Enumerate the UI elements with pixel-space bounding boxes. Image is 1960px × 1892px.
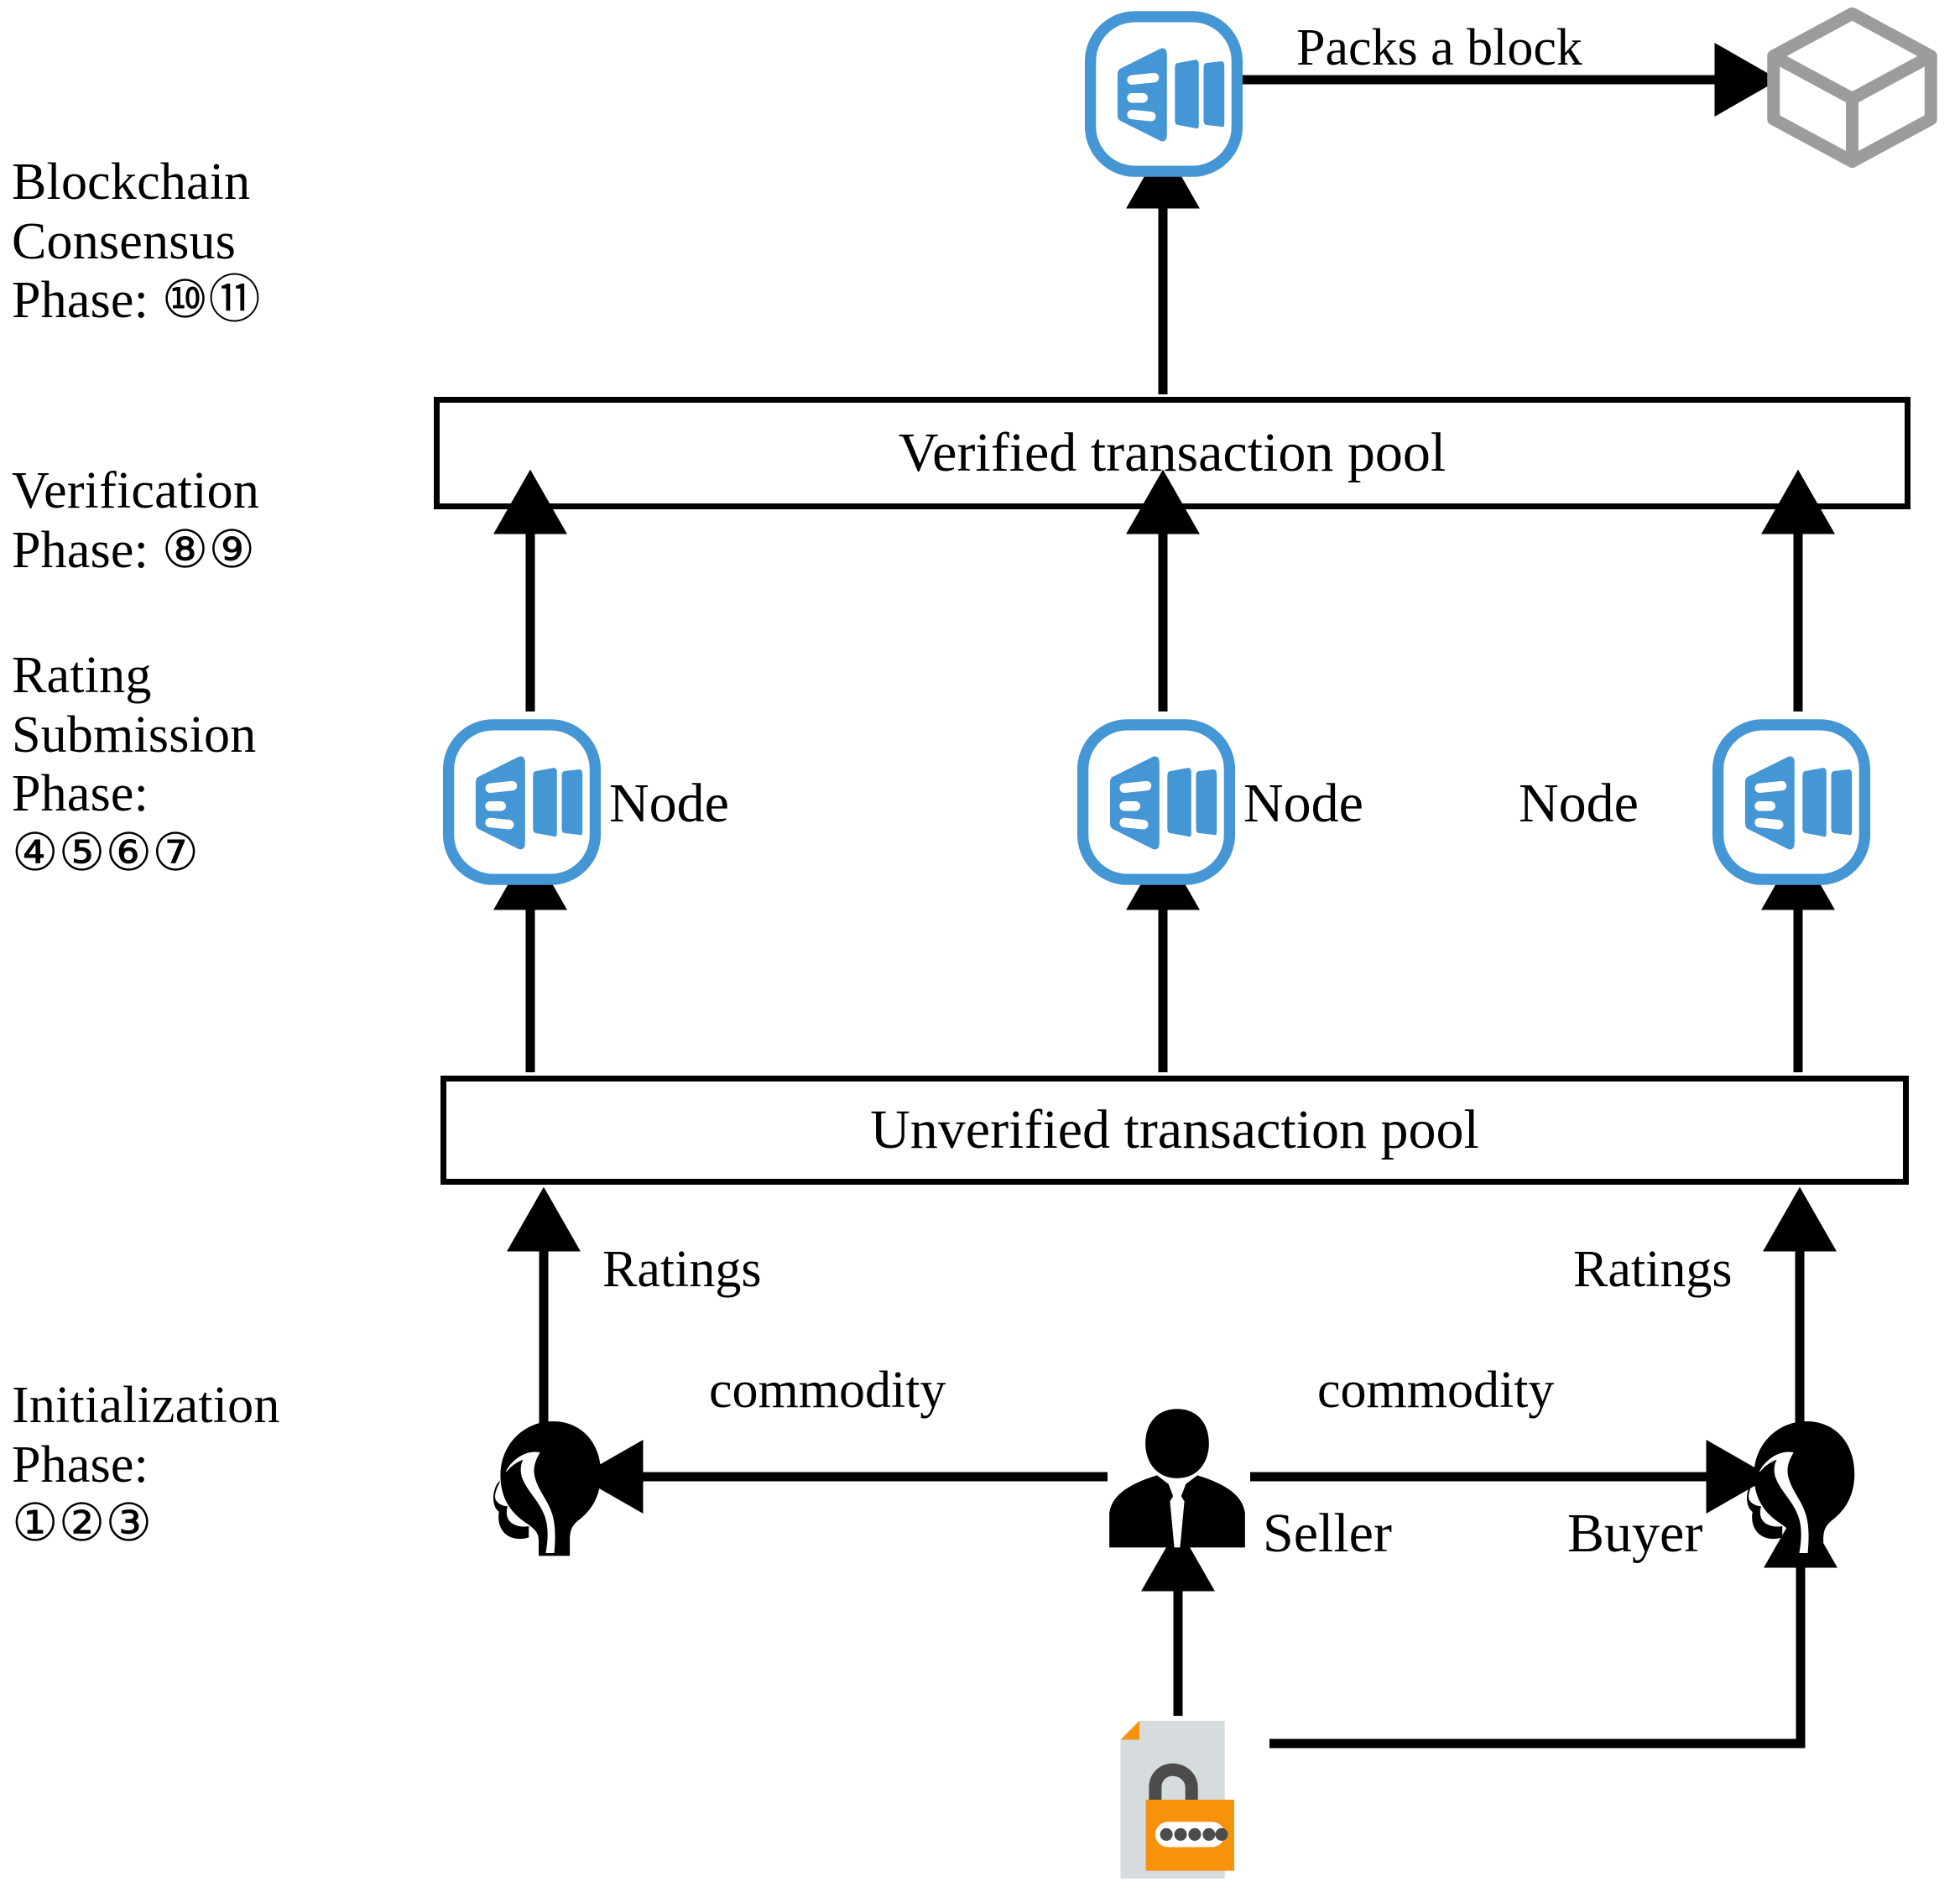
phase-label-initialization: Initialization Phase: ①②③ [12,1377,280,1553]
blockchain-node-icon [1712,719,1871,885]
ratings-left-label: Ratings [602,1241,762,1298]
blockchain-node-icon [442,719,602,885]
ratings-right-label: Ratings [1573,1241,1733,1298]
blockchain-node-icon [1076,719,1236,885]
node-2-label: Node [1243,773,1363,834]
node-2-icon[interactable] [1076,718,1236,886]
right-buyer-head-icon[interactable] [1747,1418,1860,1561]
arrow-document-to-buyer-elbow [1269,1503,1838,1749]
commodity-left-label: commodity [709,1362,946,1419]
phase-label-blockchain-consensus: Blockchain Consensus Phase: ⑩⑪ [12,154,261,330]
blockchain-node-icon [1084,11,1243,177]
packs-a-block-label: Packs a block [1296,19,1582,76]
buyer-label: Buyer [1567,1503,1703,1564]
businessman-silhouette-icon [1109,1409,1245,1548]
woman-head-silhouette-icon [1747,1421,1855,1556]
encrypted-document-icon[interactable] [1114,1720,1234,1879]
block-cube-icon-wrap [1758,4,1947,168]
phase-label-verification: Verification Phase: ⑧⑨ [12,462,260,579]
unverified-transaction-pool-label: Unverified transaction pool [870,1099,1479,1160]
miner-node-icon[interactable] [1084,10,1243,178]
phase-label-rating-submission: Rating Submission Phase: ④⑤⑥⑦ [12,647,257,883]
node-3-icon[interactable] [1712,718,1871,886]
node-1-label: Node [609,773,729,834]
left-buyer-head-icon[interactable] [493,1418,607,1561]
cube-block-icon [1767,7,1937,168]
seller-label: Seller [1263,1503,1392,1564]
node-1-icon[interactable] [442,718,602,886]
node-3-label: Node [1519,773,1639,834]
woman-head-silhouette-icon [493,1421,602,1556]
seller-icon[interactable] [1105,1403,1249,1562]
commodity-right-label: commodity [1317,1362,1555,1419]
encrypted-document-lock-icon [1120,1720,1234,1879]
unverified-transaction-pool-box: Unverified transaction pool [440,1076,1909,1185]
